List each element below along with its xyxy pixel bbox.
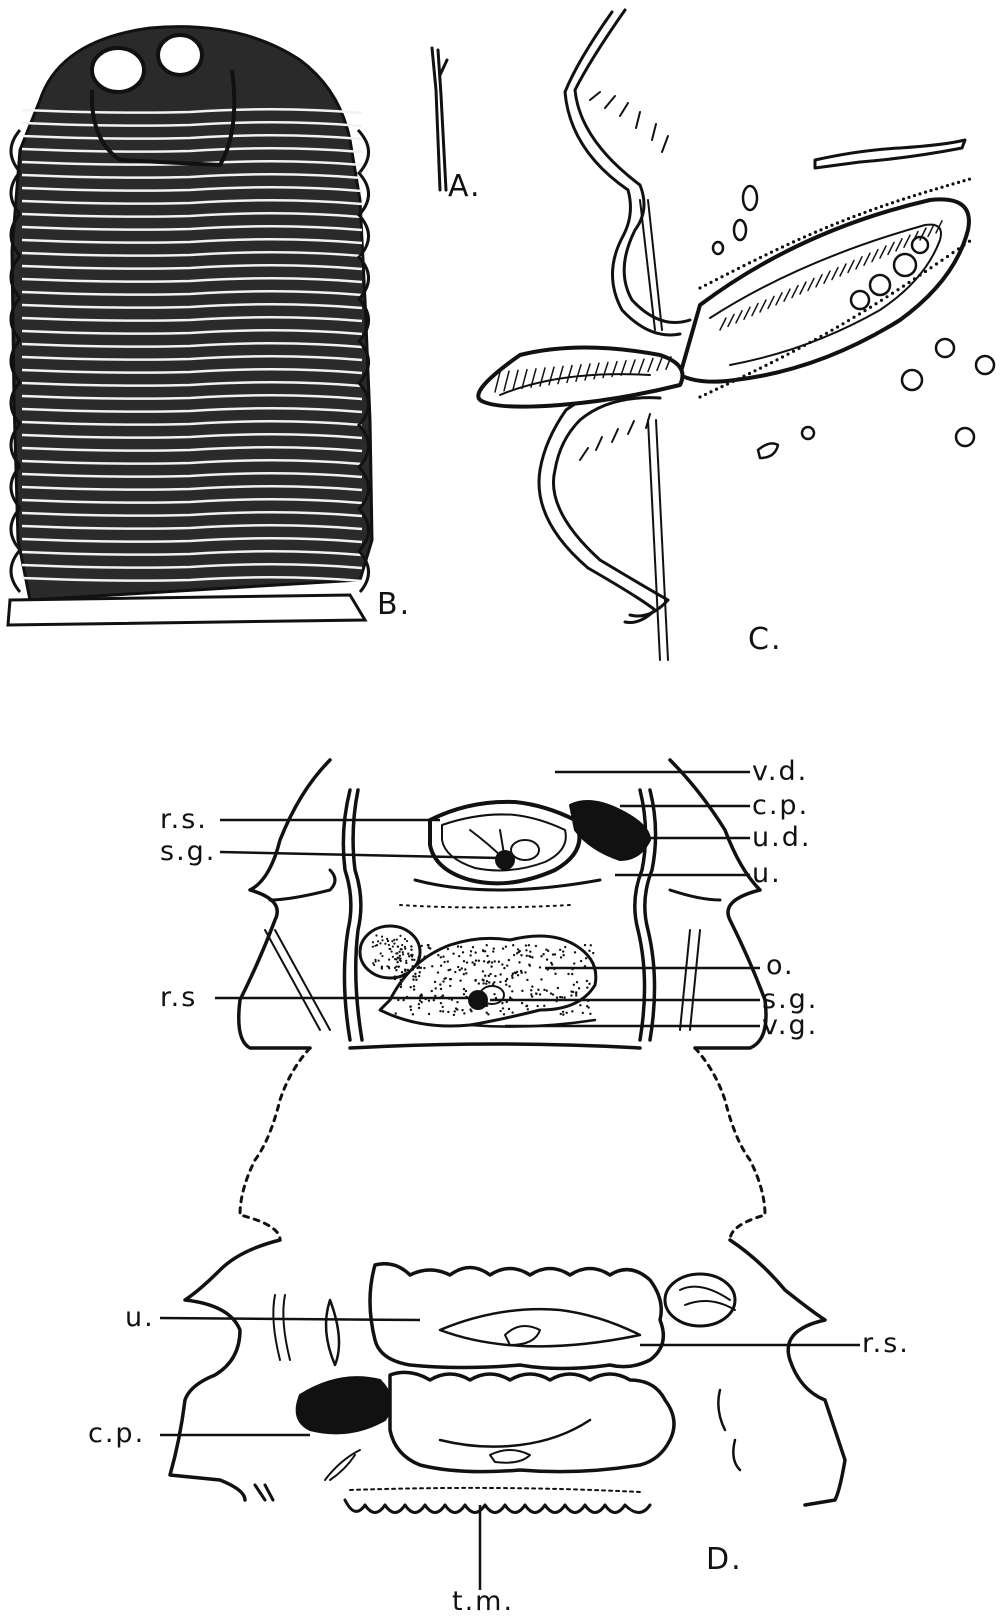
label-receptaculum-seminis-top: r.s. (160, 806, 208, 833)
figure-a-bristle (432, 48, 447, 190)
label-cirrus-pouch-lower: c.p. (88, 1420, 145, 1447)
figure-label-b: B. (377, 590, 411, 620)
label-ovary: o. (766, 952, 795, 979)
label-uterus-upper: u. (752, 860, 782, 887)
label-transverse-muscles: t.m. (452, 1588, 514, 1615)
figure-label-d: D. (706, 1545, 743, 1575)
label-shell-gland-left: s.g. (160, 838, 216, 865)
figure-d-segments (170, 760, 845, 1513)
figure-c-section (478, 10, 994, 660)
figure-label-a: A. (448, 172, 482, 202)
label-receptaculum-seminis-lower: r.s. (862, 1330, 910, 1357)
figure-b-anterior-end (8, 27, 372, 625)
label-uterus-lower: u. (125, 1304, 155, 1331)
label-uterine-duct: u.d. (752, 824, 811, 851)
label-vas-deferens: v.d. (752, 758, 808, 785)
label-receptaculum-seminis-left: r.s (160, 984, 197, 1011)
figure-label-c: C. (748, 625, 782, 655)
label-shell-gland-right: s.g. (762, 986, 818, 1013)
label-cirrus-pouch-upper: c.p. (752, 792, 809, 819)
label-vitelline-gland: v.g. (762, 1012, 818, 1039)
